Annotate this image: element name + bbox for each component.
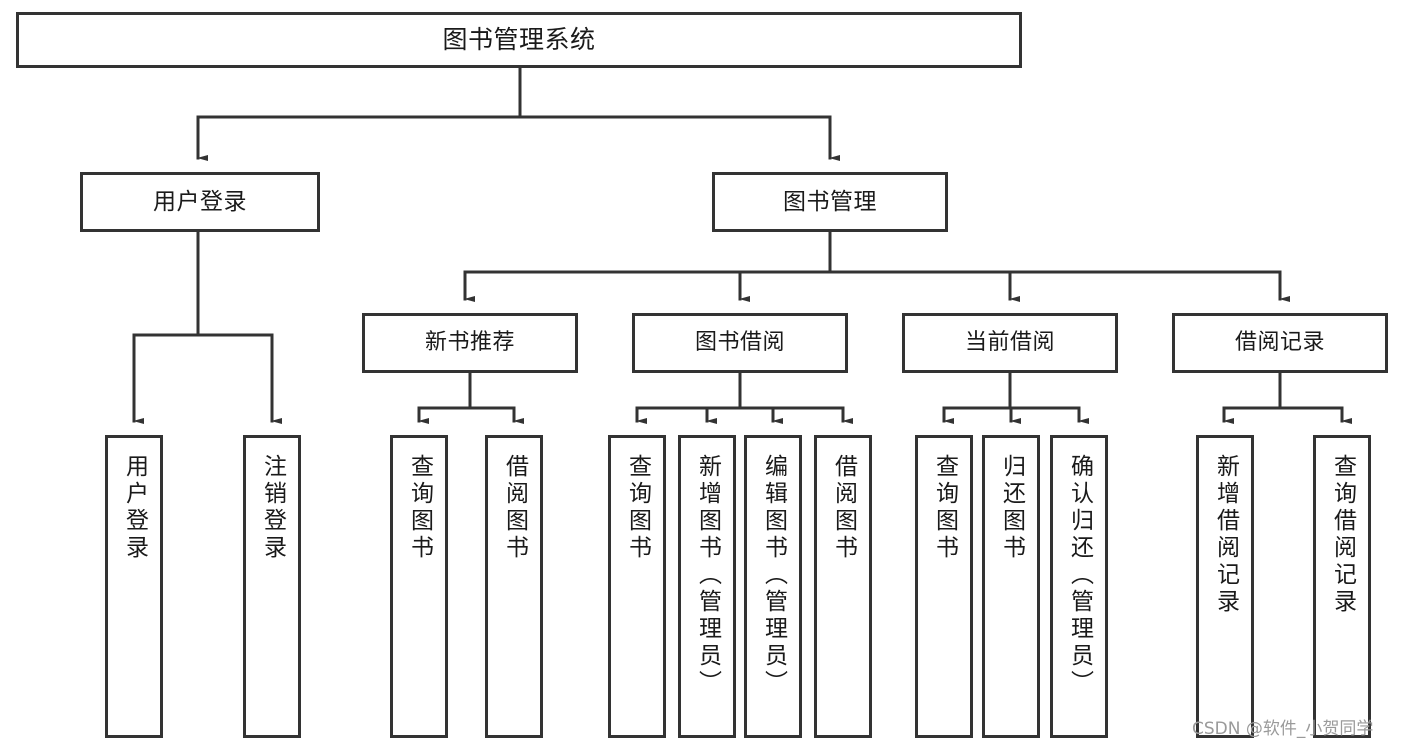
leaf-edit-book-label: 编辑图书（管理员）: [760, 454, 787, 697]
leaf-add-book-label: 新增图书（管理员）: [694, 454, 721, 697]
node-user-login-label: 用户登录: [153, 188, 247, 215]
leaf-confirm-return-label: 确认归还（管理员）: [1066, 454, 1093, 697]
node-current-borrow[interactable]: 当前借阅: [902, 313, 1118, 373]
leaf-user-login[interactable]: 用户登录: [105, 435, 163, 738]
node-borrow-record-label: 借阅记录: [1234, 330, 1325, 356]
node-book-manage[interactable]: 图书管理: [712, 172, 948, 232]
leaf-logout[interactable]: 注销登录: [243, 435, 301, 738]
node-root[interactable]: 图书管理系统: [16, 12, 1022, 68]
leaf-borrow-book-2[interactable]: 借阅图书: [814, 435, 872, 738]
leaf-add-record-label: 新增借阅记录: [1212, 454, 1239, 616]
leaf-return-book[interactable]: 归还图书: [982, 435, 1040, 738]
node-new-book-recommend[interactable]: 新书推荐: [362, 313, 578, 373]
leaf-return-book-label: 归还图书: [998, 454, 1025, 562]
leaf-query-book-1-label: 查询图书: [406, 454, 433, 562]
leaf-add-book[interactable]: 新增图书（管理员）: [678, 435, 736, 738]
leaf-query-book-3[interactable]: 查询图书: [915, 435, 973, 738]
node-current-borrow-label: 当前借阅: [964, 330, 1055, 356]
leaf-confirm-return[interactable]: 确认归还（管理员）: [1050, 435, 1108, 738]
leaf-borrow-book-1[interactable]: 借阅图书: [485, 435, 543, 738]
leaf-user-login-label: 用户登录: [121, 454, 148, 562]
node-borrow-record[interactable]: 借阅记录: [1172, 313, 1388, 373]
leaf-query-book-1[interactable]: 查询图书: [390, 435, 448, 738]
leaf-borrow-book-1-label: 借阅图书: [501, 454, 528, 562]
node-book-borrow-label: 图书借阅: [694, 330, 785, 356]
node-new-book-recommend-label: 新书推荐: [424, 330, 515, 356]
leaf-query-record[interactable]: 查询借阅记录: [1313, 435, 1371, 738]
node-book-borrow[interactable]: 图书借阅: [632, 313, 848, 373]
leaf-borrow-book-2-label: 借阅图书: [830, 454, 857, 562]
node-book-manage-label: 图书管理: [783, 188, 877, 215]
leaf-query-book-3-label: 查询图书: [931, 454, 958, 562]
leaf-edit-book[interactable]: 编辑图书（管理员）: [744, 435, 802, 738]
leaf-query-book-2[interactable]: 查询图书: [608, 435, 666, 738]
node-root-label: 图书管理系统: [442, 24, 596, 54]
leaf-query-record-label: 查询借阅记录: [1329, 454, 1356, 616]
leaf-add-record[interactable]: 新增借阅记录: [1196, 435, 1254, 738]
leaf-query-book-2-label: 查询图书: [624, 454, 651, 562]
leaf-logout-label: 注销登录: [259, 454, 286, 562]
csdn-watermark: CSDN @软件_小贺同学: [1192, 719, 1374, 739]
node-user-login[interactable]: 用户登录: [80, 172, 320, 232]
